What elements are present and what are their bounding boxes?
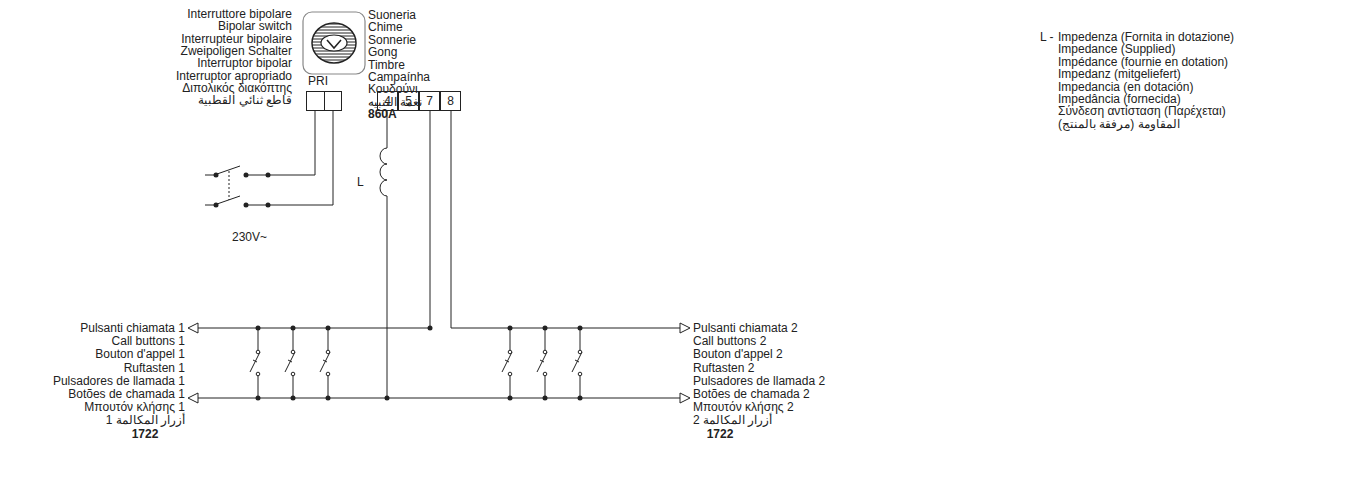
button-label: Μπουτόν κλήσης 1 xyxy=(84,400,185,414)
push-buttons xyxy=(250,326,583,401)
legend-text: Impedenza (Fornita in dotazione) xyxy=(1058,30,1234,44)
chime-label: 860A xyxy=(368,107,397,121)
part-number: 1722 xyxy=(132,427,159,441)
chime-label: Timbre xyxy=(368,58,405,72)
button-label: Call buttons 1 xyxy=(112,334,185,348)
legend-text: المقاومة (مرفقة بالمنتج) xyxy=(1058,117,1180,131)
button-label: Call buttons 2 xyxy=(693,334,766,348)
chime-label: Gong xyxy=(368,45,397,59)
terminal-number: 8 xyxy=(447,94,454,108)
legend-text: Impedancia (en dotación) xyxy=(1058,80,1193,94)
chime-icon xyxy=(303,12,365,74)
legend-key: L - xyxy=(1040,30,1054,44)
button-label: أزرار المكالمة 2 xyxy=(693,413,772,427)
switch-label: Bipolar switch xyxy=(218,19,292,33)
switch-label: Interruptor apropriado xyxy=(176,69,292,83)
legend-text: Impédance (fournie en dotation) xyxy=(1058,55,1228,69)
chime-label: Κουδούνι xyxy=(368,82,418,96)
bus-arrowheads xyxy=(188,323,690,403)
primary-terminal-block: PRI xyxy=(306,91,342,111)
block-heading: PRI xyxy=(308,74,328,88)
button-label: Pulsadores de llamada 2 xyxy=(693,374,825,388)
chime-label: Sonnerie xyxy=(368,33,416,47)
legend-text: Impedância (fornecida) xyxy=(1058,92,1181,106)
chime-label: Campaínha xyxy=(368,70,430,84)
wire-lines xyxy=(198,111,680,398)
switch-label: Zweipoligen Schalter xyxy=(181,44,292,58)
chime-label: نغمة التنبيه xyxy=(368,95,422,109)
button-label: Botões de chamada 1 xyxy=(68,387,185,401)
cell-divider xyxy=(324,92,325,110)
terminal-number: 7 xyxy=(426,94,433,108)
switch-link xyxy=(229,171,230,200)
button-label: Pulsadores de llamada 1 xyxy=(53,374,185,388)
button-label: Ruftasten 1 xyxy=(124,361,185,375)
voltage-label: 230V~ xyxy=(232,230,267,244)
terminal: 8 xyxy=(440,91,461,111)
legend-text: Impedance (Supplied) xyxy=(1058,42,1175,56)
button-label: Ruftasten 2 xyxy=(693,361,754,375)
chime-label: Chime xyxy=(368,20,403,34)
switch-label: Interruptor bipolar xyxy=(197,56,292,70)
switch-dots xyxy=(214,173,433,401)
button-label: أزرار المكالمة 1 xyxy=(106,413,185,427)
chime-label: Suoneria xyxy=(368,8,416,22)
button-label: Pulsanti chiamata 2 xyxy=(693,321,798,335)
switch-label: Interruttore bipolare xyxy=(187,7,292,21)
part-number: 1722 xyxy=(707,427,734,441)
chime-unit: SuoneriaChimeSonnerieGongTimbreCampaínha… xyxy=(303,12,365,74)
legend-text: Impedanz (mitgeliefert) xyxy=(1058,67,1181,81)
legend-text: Σύνδεση αντίσταση (Παρέχεται) xyxy=(1058,104,1226,118)
button-label: Botões de chamada 2 xyxy=(693,387,810,401)
switch-label: Interrupteur bipolaire xyxy=(181,32,292,46)
button-label: Bouton d'appel 1 xyxy=(95,347,185,361)
switch-label: قاطع ثنائي القطبية xyxy=(198,93,292,107)
button-label: Μπουτόν κλήσης 2 xyxy=(693,400,794,414)
switch-label: Διπολικός διακόπτης xyxy=(182,81,292,95)
component-label: L xyxy=(357,175,364,189)
button-label: Bouton d'appel 2 xyxy=(693,347,783,361)
button-label: Pulsanti chiamata 1 xyxy=(80,321,185,335)
